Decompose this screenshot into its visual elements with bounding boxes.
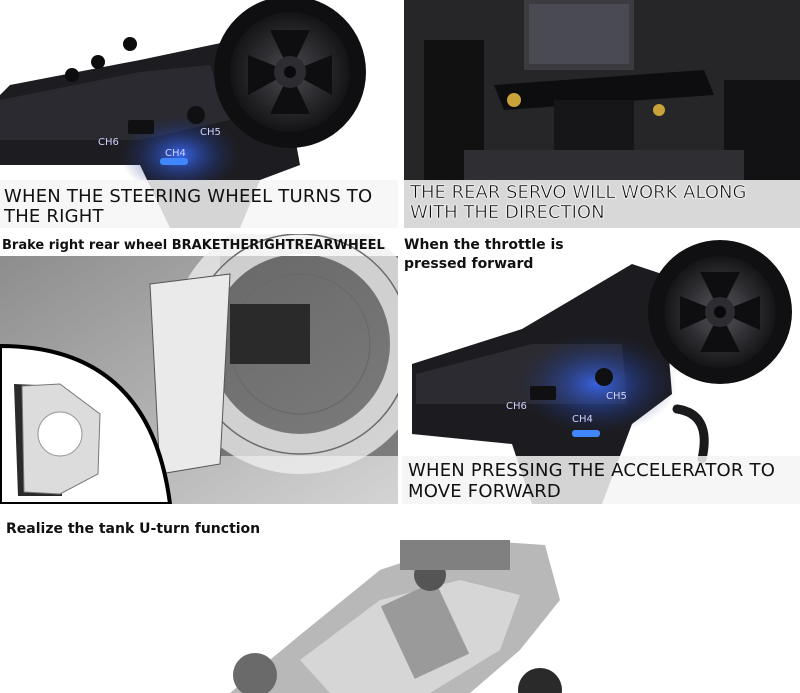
brake-panel: Brake right rear wheel BRAKETHERIGHTREAR… [0, 234, 398, 504]
ch4-label: CH4 [165, 148, 186, 159]
steering-panel: CH6 CH5 CH4 WHEN THE STEERING WHEEL TURN… [0, 0, 398, 228]
steering-caption-line1: WHEN THE STEERING WHEEL TURNS TO [4, 186, 373, 207]
servo-caption-line1: THE REAR SERVO WILL WORK ALONG [410, 182, 747, 204]
throttle-caption-line1: WHEN PRESSING THE ACCELERATOR TO [408, 460, 776, 481]
transmitter-steering-illustration [0, 0, 398, 228]
servo-panel: THE REAR SERVO WILL WORK ALONG WITH THE … [404, 0, 800, 228]
ch6-label: CH6 [506, 401, 527, 412]
throttle-heading-line2: pressed forward [404, 256, 534, 272]
tank-uturn-illustration [0, 540, 800, 693]
throttle-heading-line1: When the throttle is [404, 237, 564, 253]
brake-heading: Brake right rear wheel BRAKETHERIGHTREAR… [2, 238, 385, 253]
steering-caption-line2: THE RIGHT [4, 206, 104, 227]
rear-servo-illustration [404, 0, 800, 228]
ch5-label: CH5 [606, 391, 627, 402]
ch4-label: CH4 [572, 414, 593, 425]
uturn-panel [0, 540, 800, 693]
ch6-label: CH6 [98, 137, 119, 148]
brake-pad-inset [14, 383, 101, 496]
uturn-heading: Realize the tank U-turn function [6, 521, 261, 537]
throttle-caption-line2: MOVE FORWARD [408, 481, 561, 502]
transmitter-throttle-illustration [402, 234, 800, 504]
brake-disc-illustration [0, 234, 398, 504]
ch5-label: CH5 [200, 127, 221, 138]
servo-caption-line2: WITH THE DIRECTION [410, 202, 605, 224]
throttle-panel: When the throttle is pressed forward CH6… [402, 234, 800, 504]
